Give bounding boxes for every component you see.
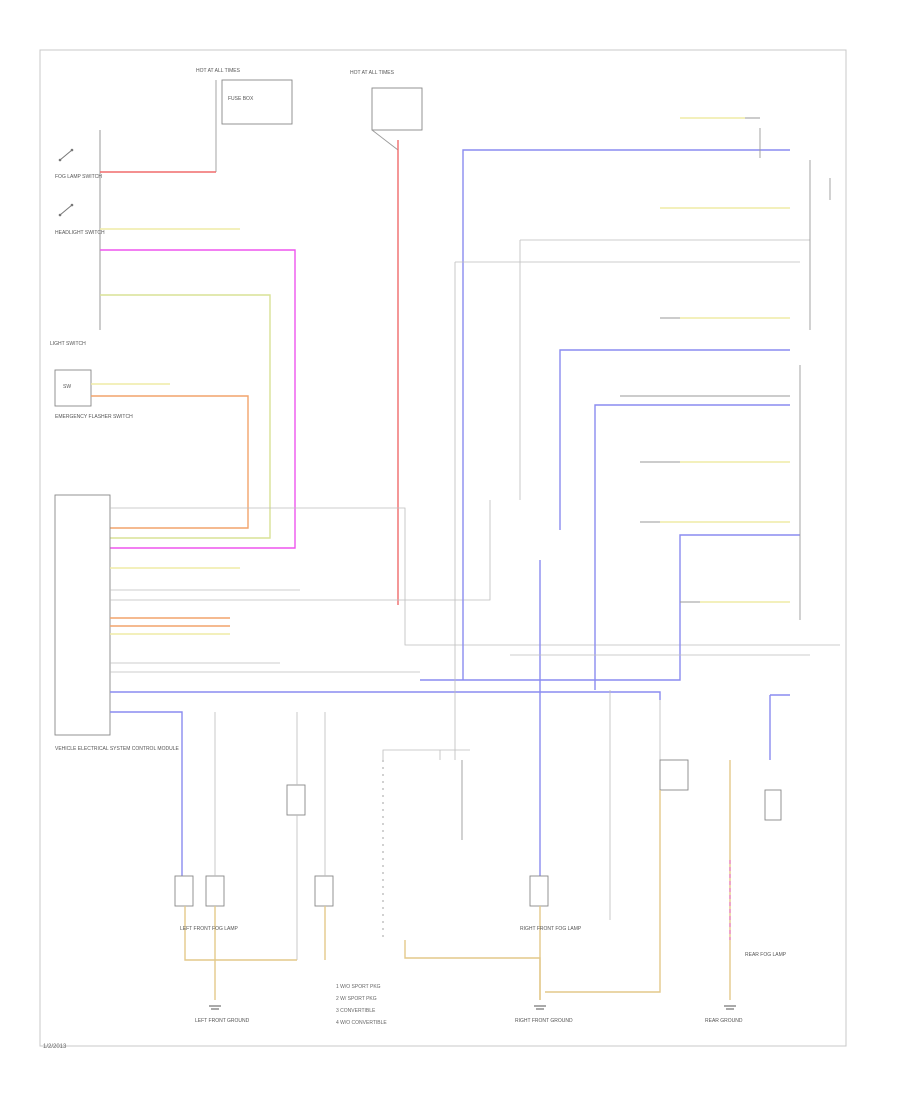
fog-lamp-switch-label: FOG LAMP SWITCH <box>55 174 102 180</box>
tan-ground-wire-center <box>404 940 541 1000</box>
magenta-wire <box>100 249 296 549</box>
legend-item-1: 1 W/O SPORT PKG <box>336 984 381 990</box>
left-fog-lamp-label: LEFT FRONT FOG LAMP <box>180 926 239 932</box>
legend-item-2: 2 W/ SPORT PKG <box>336 996 377 1002</box>
ground-rear-label: REAR GROUND <box>705 1018 743 1024</box>
svg-text:HOT AT ALL TIMES: HOT AT ALL TIMES <box>350 70 395 76</box>
emergency-flasher-switch: SW EMERGENCY FLASHER SWITCH <box>54 369 133 420</box>
ylw-grn-wire-2 <box>100 294 271 539</box>
light-switch-label: LIGHT SWITCH <box>50 341 86 347</box>
control-module-label: VEHICLE ELECTRICAL SYSTEM CONTROL MODULE <box>55 746 179 752</box>
ground-symbols <box>209 1005 736 1010</box>
blue-wire-right <box>594 404 790 690</box>
right-fog-lamp-label: RIGHT FRONT FOG LAMP <box>520 926 582 932</box>
light-switch-block: FOG LAMP SWITCH HEADLIGHT SWITCH LIGHT S… <box>50 130 105 347</box>
fuse-box-label: FUSE BOX <box>228 96 254 102</box>
fuse-box-middle: HOT AT ALL TIMES <box>350 70 423 151</box>
hot-at-all-times-label: HOT AT ALL TIMES <box>196 68 241 74</box>
blue-wire-mid <box>559 349 790 530</box>
right-connectors <box>620 117 831 620</box>
fuse-box-left: HOT AT ALL TIMES FUSE BOX <box>196 68 293 172</box>
legend-item-3: 3 CONVERTIBLE <box>336 1008 376 1014</box>
orange-wire <box>91 395 249 529</box>
emergency-flasher-label: EMERGENCY FLASHER SWITCH <box>55 414 133 420</box>
tan-ground-wire-right <box>545 790 661 993</box>
headlight-switch-label: HEADLIGHT SWITCH <box>55 230 105 236</box>
legend-item-4: 4 W/O CONVERTIBLE <box>336 1020 387 1026</box>
legend: 1 W/O SPORT PKG 2 W/ SPORT PKG 3 CONVERT… <box>336 984 387 1026</box>
ground-right-label: RIGHT FRONT GROUND <box>515 1018 573 1024</box>
vehicle-control-module: VEHICLE ELECTRICAL SYSTEM CONTROL MODULE <box>54 494 179 752</box>
blue-wire-top <box>462 149 790 680</box>
blue-wire-1 <box>110 691 661 700</box>
blue-wire-2 <box>110 711 183 878</box>
rear-fog-lamp-label: REAR FOG LAMP <box>745 952 787 958</box>
blue-wire-rear <box>769 694 790 760</box>
ground-left-label: LEFT FRONT GROUND <box>195 1018 250 1024</box>
blue-wire-3 <box>420 534 800 681</box>
svg-text:SW: SW <box>63 384 71 390</box>
diagram-frame <box>39 49 847 1047</box>
tan-ground-wire-left <box>184 906 216 1000</box>
lower-components <box>174 749 782 940</box>
footer-code: 1/2/2013 <box>43 1044 67 1050</box>
